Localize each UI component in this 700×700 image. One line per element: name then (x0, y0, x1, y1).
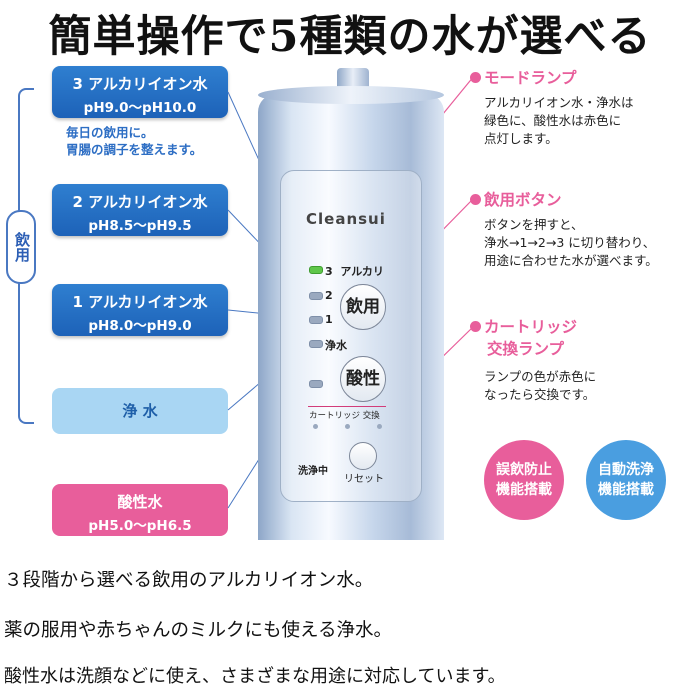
mode-3-note-line-1: 毎日の飲用に。 (66, 125, 154, 140)
lamp-3-label: 3 アルカリ (325, 263, 384, 279)
mode-2-alkaline-box: 2 アルカリイオン水 pH8.5〜pH9.5 (52, 184, 228, 236)
cartridge-divider (308, 406, 386, 407)
cartridge-heading: カートリッジ 交換ランプ (470, 316, 577, 360)
mode-2-name: 2 アルカリイオン水 (72, 193, 208, 211)
wash-label: 洗浄中 (298, 466, 328, 477)
description-line-3: 酸性水は洗顔などに使え、さまざまな用途に対応しています。 (4, 666, 506, 687)
drink-button-line-1: ボタンを押すと、 (484, 217, 584, 232)
badge1-line-2: 機能搭載 (496, 482, 552, 498)
drink-button[interactable]: 飲用 (340, 284, 386, 330)
mode-1-name: 1 アルカリイオン水 (72, 293, 208, 311)
lamp-3-number: 3 (325, 265, 333, 278)
badge2-line-2: 機能搭載 (598, 482, 654, 498)
bullet-icon (470, 321, 481, 332)
cartridge-heading-line-1: カートリッジ (484, 318, 578, 336)
cartridge-label: カートリッジ 交換 (309, 411, 380, 421)
drink-button-text: ボタンを押すと、 浄水→1→2→3 に切り替わり、 用途に合わせた水が選べます。 (484, 216, 658, 270)
lamp-1 (309, 316, 323, 324)
cartridge-lamp-3 (377, 424, 382, 429)
drink-button-line-3: 用途に合わせた水が選べます。 (484, 253, 658, 268)
cartridge-line-2: なったら交換です。 (484, 387, 596, 402)
mode-3-name: 3 アルカリイオン水 (72, 75, 208, 93)
mode-3-note: 毎日の飲用に。 胃腸の調子を整えます。 (66, 124, 202, 158)
mode-lamp-line-1: アルカリイオン水・浄水は (484, 95, 634, 110)
bullet-icon (470, 72, 481, 83)
bullet-icon (470, 194, 481, 205)
misdrink-prevention-badge: 誤飲防止 機能搭載 (484, 440, 564, 520)
cartridge-text: ランプの色が赤色に なったら交換です。 (484, 368, 596, 404)
reset-button[interactable] (349, 442, 377, 470)
acidic-water-ph: pH5.0〜pH6.5 (88, 518, 192, 534)
lamp-acid (309, 380, 323, 388)
mode-lamp-heading: モードランプ (470, 66, 577, 88)
mode-lamp-heading-text: モードランプ (484, 69, 577, 87)
mode-1-alkaline-box: 1 アルカリイオン水 pH8.0〜pH9.0 (52, 284, 228, 336)
mode-lamp-text: アルカリイオン水・浄水は 緑色に、酸性水は赤色に 点灯します。 (484, 94, 634, 148)
acid-button[interactable]: 酸性 (340, 356, 386, 402)
mode-3-alkaline-box: 3 アルカリイオン水 pH9.0〜pH10.0 (52, 66, 228, 118)
cartridge-line-1: ランプの色が赤色に (484, 369, 597, 384)
page-title: 簡単操作で5種類の水が選べる (48, 12, 652, 62)
mode-3-ph: pH9.0〜pH10.0 (83, 100, 197, 116)
mode-lamp-line-3: 点灯します。 (484, 131, 558, 146)
lamp-2-label: 2 (325, 289, 333, 302)
lamp-2 (309, 292, 323, 300)
lamp-3 (309, 266, 323, 274)
device-top (258, 86, 444, 104)
drink-button-heading-text: 飲用ボタン (484, 191, 562, 209)
auto-clean-badge: 自動洗浄 機能搭載 (586, 440, 666, 520)
lamp-3-alkali: アルカリ (340, 265, 384, 278)
brand-logo: Cleansui (306, 210, 386, 228)
cartridge-heading-line-2: 交換ランプ (487, 340, 565, 358)
badge1-line-1: 誤飲防止 (496, 462, 552, 478)
lamp-pure (309, 340, 323, 348)
reset-label: リセット (344, 474, 384, 485)
drinking-group-label: 飲用 (6, 210, 36, 284)
badge2-line-1: 自動洗浄 (598, 462, 654, 478)
mode-3-note-line-2: 胃腸の調子を整えます。 (66, 142, 203, 157)
mode-2-ph: pH8.5〜pH9.5 (88, 218, 192, 234)
lamp-1-label: 1 (325, 313, 333, 326)
drink-button-heading: 飲用ボタン (470, 188, 562, 210)
acidic-water-box: 酸性水 pH5.0〜pH6.5 (52, 484, 228, 536)
description-line-1: ３段階から選べる飲用のアルカリイオン水。 (4, 570, 374, 591)
cartridge-lamp-2 (345, 424, 350, 429)
description-line-2: 薬の服用や赤ちゃんのミルクにも使える浄水。 (4, 620, 392, 641)
mode-1-ph: pH8.0〜pH9.0 (88, 318, 192, 334)
drink-button-line-2: 浄水→1→2→3 に切り替わり、 (484, 235, 656, 250)
cartridge-lamp-1 (313, 424, 318, 429)
acidic-water-name: 酸性水 (117, 493, 163, 511)
mode-lamp-line-2: 緑色に、酸性水は赤色に (484, 113, 622, 128)
pure-water-box: 浄 水 (52, 388, 228, 434)
lamp-pure-label: 浄水 (325, 339, 347, 352)
